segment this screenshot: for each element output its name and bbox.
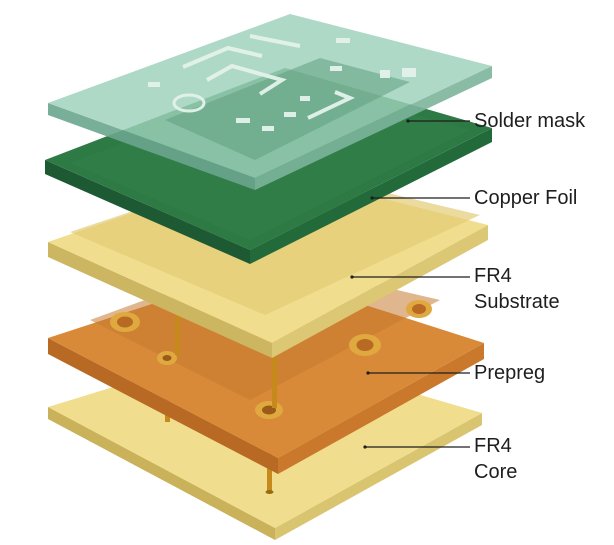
label-copper-foil: Copper Foil <box>474 185 577 211</box>
prepreg-via-holes <box>110 300 432 419</box>
label-fr4-core: FR4 Core <box>474 433 517 485</box>
label-fr4-core-line-2: Core <box>474 461 518 483</box>
label-solder-mask-line-1: Solder mask <box>474 110 586 132</box>
label-prepreg-line-1: Prepreg <box>474 362 546 384</box>
label-prepreg: Prepreg <box>474 360 545 386</box>
label-copper-foil-line-1: Copper Foil <box>474 187 578 209</box>
leader-lines <box>350 119 470 449</box>
label-fr4-core-line-1: FR4 <box>474 435 512 457</box>
via-pins-upper <box>175 300 277 408</box>
solder-mask-board <box>48 14 492 190</box>
label-solder-mask: Solder mask <box>474 108 585 134</box>
label-fr4-substrate-line-1: FR4 <box>474 265 512 287</box>
label-fr4-substrate: FR4 Substrate <box>474 263 560 315</box>
label-fr4-substrate-line-2: Substrate <box>474 291 560 313</box>
